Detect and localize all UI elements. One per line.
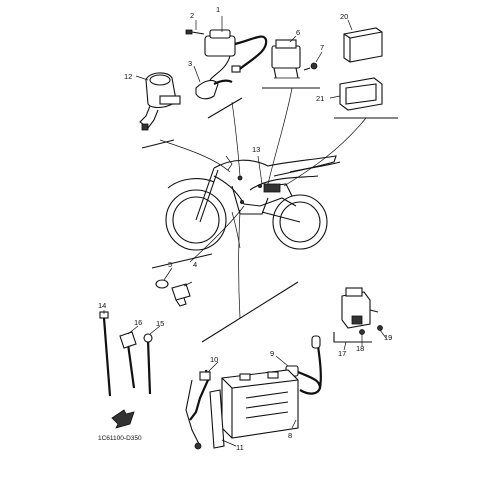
group-brackets (141, 87, 398, 343)
motorcycle-outline (165, 155, 341, 251)
callout-2: 2 (190, 11, 194, 20)
callout-10: 10 (210, 355, 218, 364)
part-cdi-holder (339, 77, 383, 111)
part-ignition-coil (204, 29, 268, 81)
part-neutral-switch (155, 279, 191, 307)
callout-16: 16 (134, 318, 142, 327)
callout-8: 8 (288, 431, 292, 440)
callout-13: 13 (252, 145, 260, 154)
part-screw (303, 62, 318, 71)
callout-5: 5 (168, 260, 172, 269)
callout-14: 14 (98, 301, 106, 310)
callout-labels: 1 2 3 4 5 6 7 8 9 10 11 12 13 14 15 16 1… (98, 5, 392, 452)
callout-4: 4 (193, 260, 197, 269)
part-battery-band (185, 369, 225, 450)
part-battery (221, 369, 299, 439)
part-plug-cap (195, 79, 233, 100)
callout-20: 20 (340, 12, 348, 21)
callout-7: 7 (320, 43, 324, 52)
diagram-code: 1C61100-D350 (98, 435, 142, 442)
callout-11: 11 (236, 443, 244, 452)
callout-17: 17 (338, 349, 346, 358)
callout-19: 19 (384, 333, 392, 342)
part-cable-ties (99, 311, 153, 397)
part-starter-relay (333, 287, 383, 343)
part-bolt (185, 29, 205, 35)
callout-15: 15 (156, 319, 164, 328)
callout-12: 12 (124, 72, 132, 81)
part-rectifier (271, 39, 301, 79)
part-main-switch (139, 72, 181, 131)
callout-1: 1 (216, 5, 220, 14)
callout-leaders (103, 16, 387, 447)
callout-6: 6 (296, 28, 300, 37)
front-direction-icon (111, 409, 135, 429)
callout-3: 3 (188, 59, 192, 68)
callout-18: 18 (356, 344, 364, 353)
callout-21: 21 (316, 94, 324, 103)
part-cdi-unit (343, 27, 383, 63)
callout-9: 9 (270, 349, 274, 358)
